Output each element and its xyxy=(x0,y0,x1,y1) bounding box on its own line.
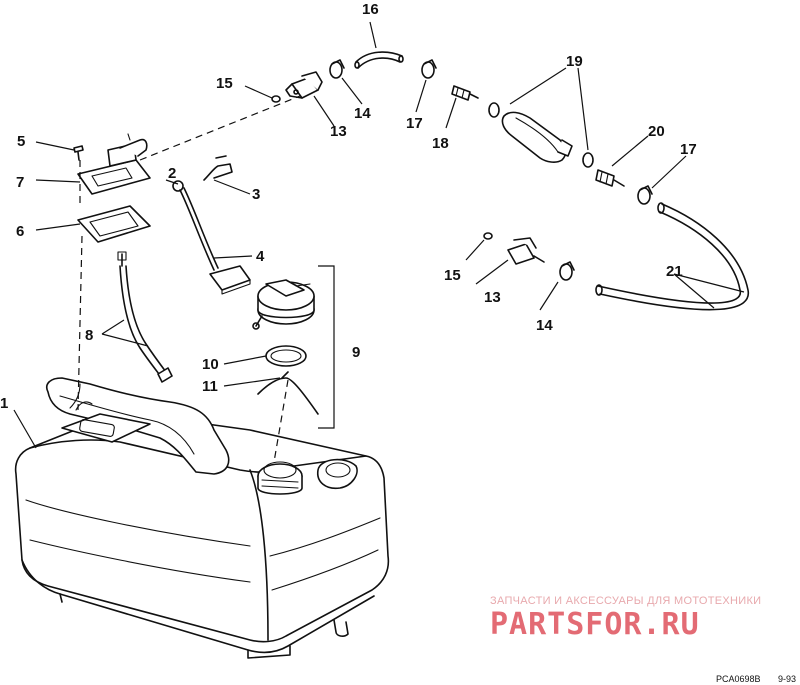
callout-2: 2 xyxy=(168,165,176,182)
o-ring xyxy=(265,345,307,367)
leader-lines xyxy=(13,21,745,449)
callout-1: 1 xyxy=(0,395,8,412)
callout-15-top: 15 xyxy=(216,75,233,92)
watermark-tagline: ЗАПЧАСТИ И АКСЕССУАРЫ ДЛЯ МОТОТЕХНИКИ xyxy=(490,595,761,607)
hose-clamp-lower xyxy=(559,261,575,281)
callout-9: 9 xyxy=(352,344,360,361)
fuel-connector xyxy=(285,71,323,99)
watermark: ЗАПЧАСТИ И АКСЕССУАРЫ ДЛЯ МОТОТЕХНИКИ PA… xyxy=(490,595,761,642)
hose-fitting-lower xyxy=(595,169,625,187)
callout-21: 21 xyxy=(666,263,683,280)
figure-code: PCA0698B 9-93 xyxy=(716,674,796,684)
callout-labels: 1 2 3 4 5 7 6 8 10 11 9 15 13 14 16 17 1… xyxy=(0,1,697,412)
callout-14-top: 14 xyxy=(354,105,371,122)
callout-17-right: 17 xyxy=(680,141,697,158)
callout-8: 8 xyxy=(85,327,93,344)
callout-17-top: 17 xyxy=(406,115,423,132)
figure-id: PCA0698B xyxy=(716,674,761,684)
fuel-connector-lower xyxy=(507,237,545,265)
callout-4: 4 xyxy=(256,248,265,265)
alignment-line-connector xyxy=(139,95,301,161)
hose-short xyxy=(354,51,404,69)
hose-fitting xyxy=(451,85,479,101)
callout-16: 16 xyxy=(362,1,379,18)
callout-15-lower: 15 xyxy=(444,267,461,284)
hose-clamp-right xyxy=(637,185,653,205)
callout-3: 3 xyxy=(252,186,260,203)
callout-20: 20 xyxy=(648,123,665,140)
pickup-tube xyxy=(117,251,173,383)
primer-bulb xyxy=(488,102,594,168)
fuel-fitting-plate xyxy=(77,133,151,195)
float-arm xyxy=(172,180,251,295)
callout-19: 19 xyxy=(566,53,583,70)
callout-10: 10 xyxy=(202,356,219,373)
screw xyxy=(73,145,84,161)
callout-18: 18 xyxy=(432,135,449,152)
watermark-brand: PARTSFOR.RU xyxy=(490,607,700,642)
fuel-gauge xyxy=(252,279,315,330)
callout-13-lower: 13 xyxy=(484,289,501,306)
hose-clamp xyxy=(329,59,345,79)
callout-14-lower: 14 xyxy=(536,317,553,334)
callout-6: 6 xyxy=(16,223,24,240)
callout-7: 7 xyxy=(16,174,24,191)
callout-11: 11 xyxy=(202,378,218,395)
small-o-ring xyxy=(271,95,281,103)
small-o-ring-lower xyxy=(483,232,493,240)
hose-clamp-upper xyxy=(421,59,437,79)
figure-date: 9-93 xyxy=(778,674,796,684)
gauge-retainer xyxy=(257,371,319,463)
callout-13-top: 13 xyxy=(330,123,347,140)
fuel-hose-long xyxy=(595,202,750,311)
callout-5: 5 xyxy=(17,133,25,150)
gasket xyxy=(77,205,151,243)
alignment-line xyxy=(77,235,83,411)
retainer-clip xyxy=(203,155,233,181)
bracket-9 xyxy=(318,265,335,429)
fuel-tank xyxy=(14,377,390,659)
